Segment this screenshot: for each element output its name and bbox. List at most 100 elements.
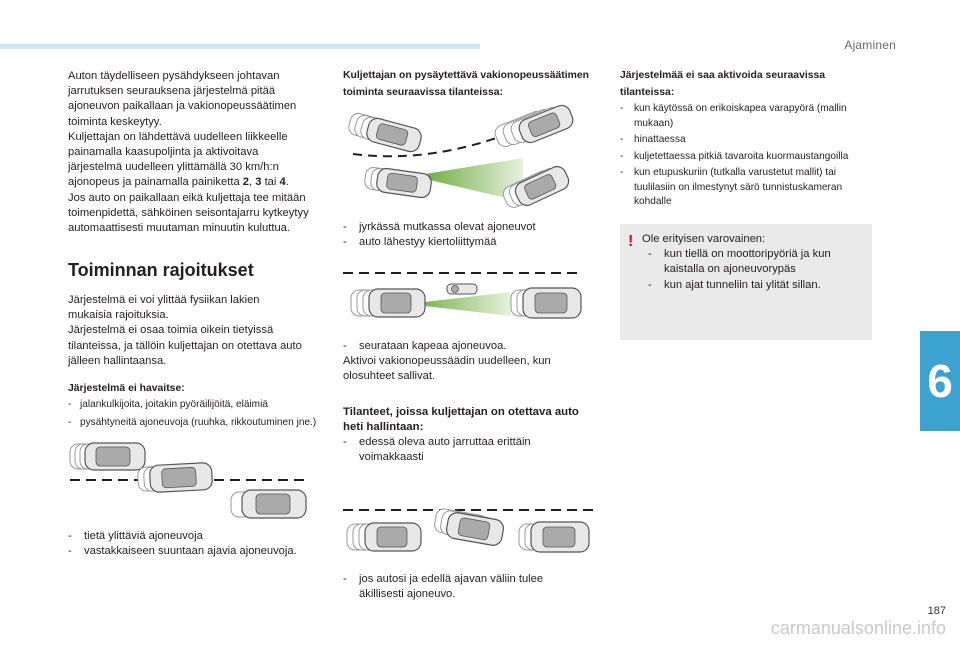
radar-beam bbox=[407, 292, 511, 316]
list-item: kuljetettaessa pitkiä tavaroita kuormaus… bbox=[620, 150, 882, 165]
intro-paragraph: Auton täydelliseen pysähdykseen johtavan… bbox=[68, 69, 330, 236]
limits-line: Järjestelmä ei voi ylittää fysiikan laki… bbox=[68, 294, 260, 306]
button-ref-2: 2 bbox=[242, 176, 250, 189]
crossing-list: tietä ylittäviä ajoneuvoja vastakkaiseen… bbox=[68, 529, 330, 560]
reactivate-line: olosuhteet sallivat. bbox=[343, 370, 436, 383]
text: tai bbox=[261, 176, 280, 189]
item-text: auto lähestyy kiertoliittymää bbox=[359, 236, 497, 249]
car-icon bbox=[445, 512, 505, 546]
item-text: kun ajat tunneliin tai ylität sillan. bbox=[664, 278, 821, 291]
cut-in-figure bbox=[343, 508, 593, 553]
list-item: edessä oleva auto jarruttaa erittäinvoim… bbox=[343, 435, 605, 465]
item-text: edessä oleva auto jarruttaa erittäin bbox=[359, 436, 531, 448]
intro-line: automaattisesti muutaman minuutin kulutt… bbox=[68, 222, 291, 235]
list-item: pysähtyneitä ajoneuvoja (ruuhka, rikkout… bbox=[68, 416, 330, 431]
item-text: kaistalla on ajoneuvorypäs bbox=[664, 263, 796, 276]
text: . bbox=[285, 176, 289, 189]
reactivate-line: Aktivoi vakionopeussäädin uudelleen, kun bbox=[343, 355, 551, 368]
list-item: vastakkaiseen suuntaan ajavia ajoneuvoja… bbox=[68, 544, 330, 559]
intro-line: toimenpidettä, sähköinen seisontajarru k… bbox=[68, 206, 309, 219]
button-ref-3: 3 bbox=[255, 176, 262, 189]
narrow-vehicle-figure bbox=[343, 272, 583, 319]
car-icon bbox=[522, 287, 582, 319]
item-text: seurataan kapeaa ajoneuvoa. bbox=[359, 340, 507, 352]
item-text: kun käytössä on erikoiskapea varapyörä (… bbox=[634, 103, 847, 114]
cut-in-list: jos autosi ja edellä ajavan väliin tulee… bbox=[343, 572, 605, 602]
lane-divider bbox=[352, 129, 519, 158]
item-text: äkillisesti ajoneuvo. bbox=[359, 588, 456, 601]
caution-box: ! Ole erityisen varovainen: kun tiellä o… bbox=[620, 224, 872, 340]
motorcycle-icon bbox=[446, 283, 478, 295]
limits-line: jälleen hallintaansa. bbox=[68, 354, 167, 367]
item-text: hinattaessa bbox=[634, 134, 686, 145]
text: , bbox=[249, 176, 256, 189]
curve-list: jyrkässä mutkassa olevat ajoneuvot auto … bbox=[343, 220, 605, 251]
list-item: hinattaessa bbox=[620, 133, 882, 148]
list-item: tietä ylittäviä ajoneuvoja bbox=[68, 529, 330, 544]
car-icon bbox=[530, 521, 590, 553]
intro-line-buttons: ajonopeus ja painamalla painiketta 2, 3 … bbox=[68, 175, 330, 190]
car-icon bbox=[84, 442, 146, 471]
narrow-block: seurataan kapeaa ajoneuvoa. Aktivoi vaki… bbox=[343, 339, 605, 385]
takeover-title: Tilanteet, joissa kuljettajan on otettav… bbox=[343, 406, 579, 418]
car-icon bbox=[364, 522, 422, 552]
item-text: vastakkaiseen suuntaan ajavia ajoneuvoja… bbox=[84, 545, 297, 558]
section-title: Toiminnan rajoitukset bbox=[68, 260, 254, 280]
not-detected-block: Järjestelmä ei havaitse: jalankulkijoita… bbox=[68, 382, 330, 430]
item-text: pysähtyneitä ajoneuvoja (ruuhka, rikkout… bbox=[80, 416, 317, 428]
caution-title: Ole erityisen varovainen: bbox=[642, 233, 766, 245]
list-item: kun ajat tunneliin tai ylität sillan. bbox=[648, 278, 868, 293]
title-line: toiminta seuraavissa tilanteissa: bbox=[343, 87, 503, 98]
list-item: kun käytössä on erikoiskapea varapyörä (… bbox=[620, 102, 882, 131]
page-number: 187 bbox=[927, 605, 946, 617]
list-item: kun tiellä on moottoripyöriä ja kun kaist… bbox=[648, 247, 868, 277]
intro-line: ajoneuvon paikallaan ja vakionopeussääti… bbox=[68, 100, 297, 113]
item-text: kuljetettaessa pitkiä tavaroita kuormaus… bbox=[634, 150, 849, 162]
item-text: kohdalle bbox=[634, 196, 672, 207]
crossing-traffic-figure bbox=[69, 442, 308, 519]
limits-line: mukaisia rajoituksia. bbox=[68, 309, 169, 322]
item-text: kun tiellä on moottoripyöriä ja kun bbox=[664, 248, 831, 261]
intro-line: jarrutuksen seurauksena järjestelmä pitä… bbox=[68, 85, 276, 98]
caution-content: Ole erityisen varovainen: kun tiellä on … bbox=[642, 232, 868, 293]
intro-line: painamalla kaasupoljinta ja aktivoitava bbox=[68, 146, 259, 159]
chapter-title: Ajaminen bbox=[844, 38, 896, 52]
button-ref-4: 4 bbox=[279, 176, 286, 189]
car-icon bbox=[149, 462, 213, 493]
car-icon bbox=[518, 104, 574, 144]
item-text: jalankulkijoita, joitakin pyöräilijöitä,… bbox=[80, 399, 268, 410]
watermark: carmanualsonline.info bbox=[770, 618, 946, 638]
list-item: kun etupuskuriin (tutkalla varustetut ma… bbox=[620, 166, 882, 210]
item-text: tietä ylittäviä ajoneuvoja bbox=[84, 530, 203, 542]
intro-line: järjestelmä uudelleen ylittämällä 30 km/… bbox=[68, 161, 279, 174]
car-icon bbox=[241, 489, 307, 519]
top-accent-bar bbox=[0, 44, 480, 49]
intro-line: Kuljettajan on lähdettävä uudelleen liik… bbox=[68, 130, 288, 143]
car-icon bbox=[376, 167, 432, 199]
chapter-number: 6 bbox=[927, 355, 953, 407]
list-item: jalankulkijoita, joitakin pyöräilijöitä,… bbox=[68, 398, 330, 413]
limits-paragraph: Järjestelmä ei voi ylittää fysiikan laki… bbox=[68, 293, 330, 369]
list-item: seurataan kapeaa ajoneuvoa. bbox=[343, 339, 605, 354]
item-text: kun etupuskuriin (tutkalla varustetut ma… bbox=[634, 167, 836, 178]
radar-beam bbox=[413, 158, 523, 202]
exclamation-icon: ! bbox=[628, 233, 634, 250]
not-detected-title: Järjestelmä ei havaitse: bbox=[68, 383, 185, 394]
list-item: jyrkässä mutkassa olevat ajoneuvot bbox=[343, 220, 605, 235]
title-line: Kuljettajan on pysäytettävä vakionopeuss… bbox=[343, 70, 589, 81]
do-not-activate-block: Järjestelmää ei saa aktivoida seuraaviss… bbox=[620, 69, 882, 210]
intro-line: Auton täydelliseen pysähdykseen johtavan bbox=[68, 70, 280, 82]
limits-line: tilanteissa, ja tällöin kuljettajan on o… bbox=[68, 339, 302, 352]
text: ajonopeus ja painamalla painiketta bbox=[68, 176, 243, 189]
item-text: jos autosi ja edellä ajavan väliin tulee bbox=[359, 573, 544, 585]
intro-line: toiminta keskeytyy. bbox=[68, 115, 162, 128]
car-icon bbox=[366, 117, 422, 153]
takeover-block: Tilanteet, joissa kuljettajan on otettav… bbox=[343, 405, 605, 465]
item-text: jyrkässä mutkassa olevat ajoneuvot bbox=[359, 221, 536, 233]
chapter-tab: 6 bbox=[920, 331, 960, 431]
intro-line: Jos auto on paikallaan eikä kuljettaja t… bbox=[68, 191, 306, 204]
list-item: jos autosi ja edellä ajavan väliin tulee… bbox=[343, 572, 605, 602]
curve-figure bbox=[348, 104, 574, 208]
list-item: auto lähestyy kiertoliittymää bbox=[343, 235, 605, 250]
title-line: tilanteissa: bbox=[620, 87, 675, 98]
